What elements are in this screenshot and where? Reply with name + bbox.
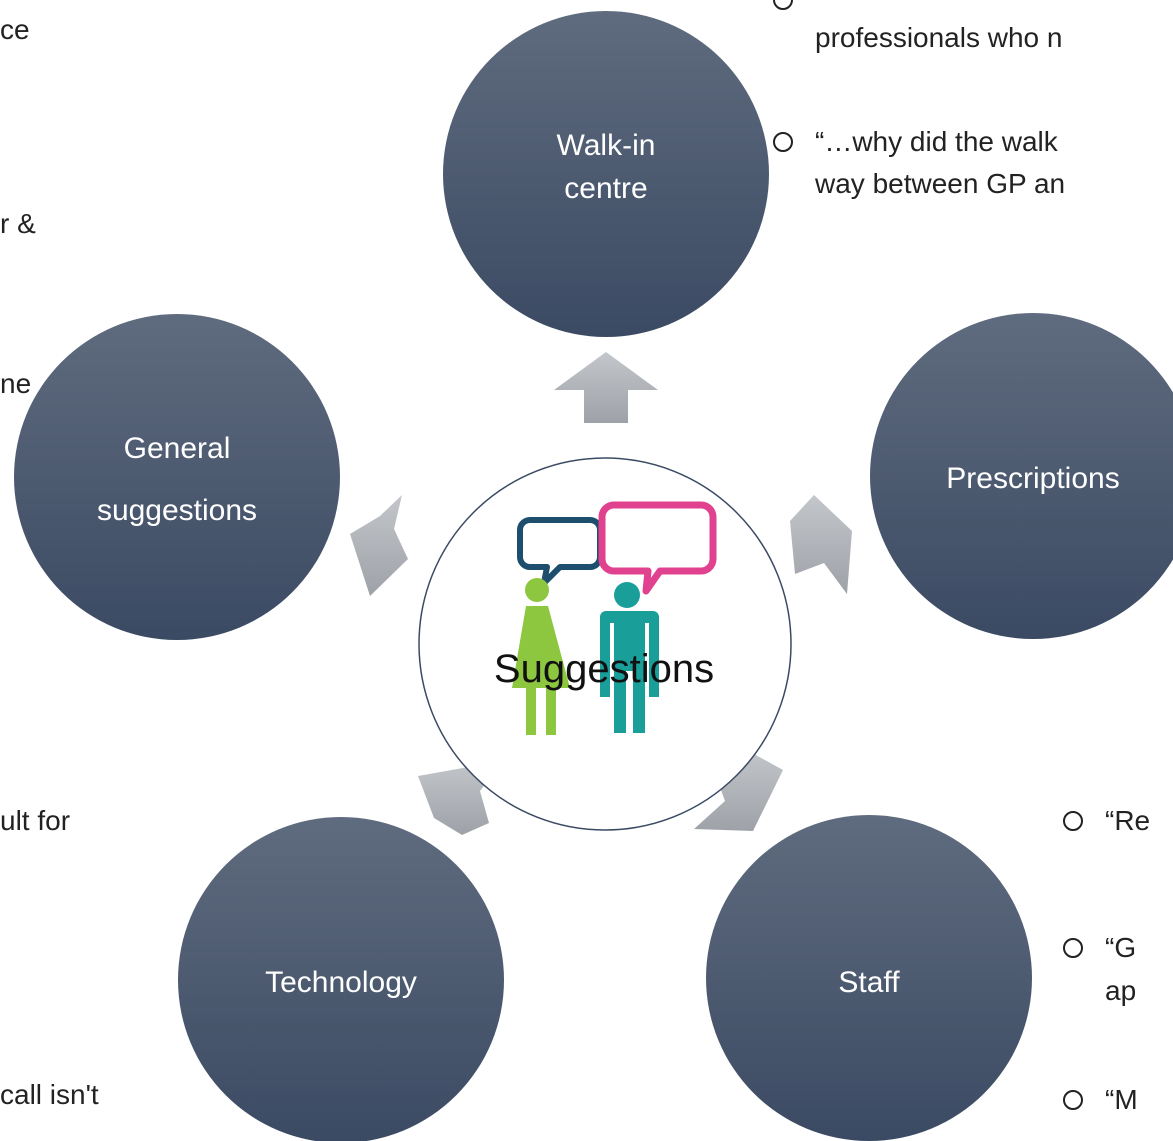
right-text-way-between: way between GP an <box>815 168 1066 199</box>
people-speech-icon <box>512 501 717 735</box>
bullet-icon <box>773 131 793 152</box>
bullet-icon <box>1063 937 1083 958</box>
node-walk-in-label-1: Walk-in <box>557 129 656 162</box>
right-bullet-g: “G <box>1063 930 1136 966</box>
left-text-5: call isn't <box>0 1079 99 1110</box>
node-general-label-1: General <box>124 432 231 465</box>
right-text-ap: ap <box>1105 975 1137 1006</box>
node-general-label-2: suggestions <box>97 494 257 527</box>
node-prescriptions: Prescriptions <box>870 313 1173 639</box>
bullet-partial <box>773 0 795 12</box>
node-general-suggestions: General suggestions <box>14 314 340 640</box>
node-technology: Technology <box>178 817 504 1141</box>
arrow-up <box>554 352 658 423</box>
center-node: Suggestions <box>418 457 792 831</box>
arrow-left <box>350 495 408 596</box>
node-staff-label: Staff <box>838 966 900 999</box>
bullet-icon <box>1063 1089 1083 1110</box>
arrow-right <box>790 495 852 594</box>
node-staff: Staff <box>706 815 1032 1141</box>
center-label: Suggestions <box>494 647 714 691</box>
node-walk-in-centre: Walk-in centre <box>443 11 769 337</box>
node-walk-in-label-2: centre <box>564 172 647 205</box>
right-text-professionals: professionals who n <box>815 22 1063 53</box>
node-technology-label: Technology <box>265 966 417 999</box>
right-bullet-m: “M <box>1063 1082 1138 1118</box>
left-text-3: ne <box>0 368 32 399</box>
node-prescriptions-label: Prescriptions <box>946 462 1119 495</box>
right-text-walk: “…why did the walk <box>815 126 1058 157</box>
bullet-icon <box>1063 810 1083 831</box>
right-bullet-re: “Re <box>1063 803 1150 839</box>
right-bullet-walk: “…why did the walk <box>773 124 1058 160</box>
left-text-2: r & <box>0 208 36 239</box>
left-text-4: ult for <box>0 805 71 836</box>
left-text-1: ce <box>0 14 30 45</box>
